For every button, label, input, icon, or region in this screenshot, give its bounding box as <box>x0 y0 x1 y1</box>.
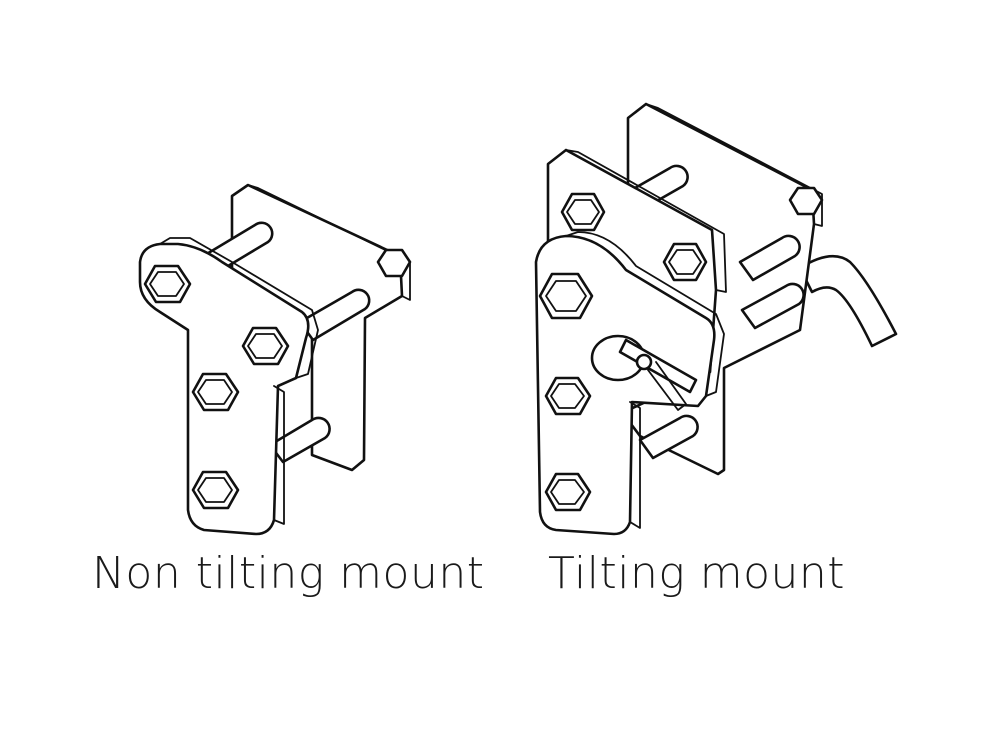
bolt-2 <box>241 326 290 366</box>
pivot-pin <box>590 334 698 411</box>
bolt-3 <box>538 272 594 320</box>
bolt-2 <box>662 242 708 282</box>
back-plate-edge <box>645 103 823 227</box>
non-tilting-mount-drawing <box>138 183 412 536</box>
hook-tube <box>798 254 898 348</box>
tilting-mount-caption: Tilting mount <box>548 548 846 599</box>
upper-rod-left <box>203 221 274 274</box>
non-tilting-mount-caption: Non tilting mount <box>92 548 485 599</box>
lower-rod-1 <box>740 282 805 330</box>
tilting-mount-drawing <box>534 102 898 536</box>
bolt-6 <box>788 186 824 216</box>
front-plate-edge <box>159 237 319 379</box>
bolt-1 <box>560 192 606 232</box>
bolt-4 <box>544 376 592 416</box>
middle-rod <box>738 234 801 282</box>
front-plate-edge <box>565 231 725 397</box>
bolt-1 <box>143 264 192 304</box>
bolt-3 <box>191 372 240 412</box>
bolt-5 <box>544 472 592 512</box>
middle-plate-edge <box>565 149 727 293</box>
bolt-5 <box>376 248 412 278</box>
bolt-4 <box>191 470 240 510</box>
lower-rod-2 <box>638 414 699 460</box>
